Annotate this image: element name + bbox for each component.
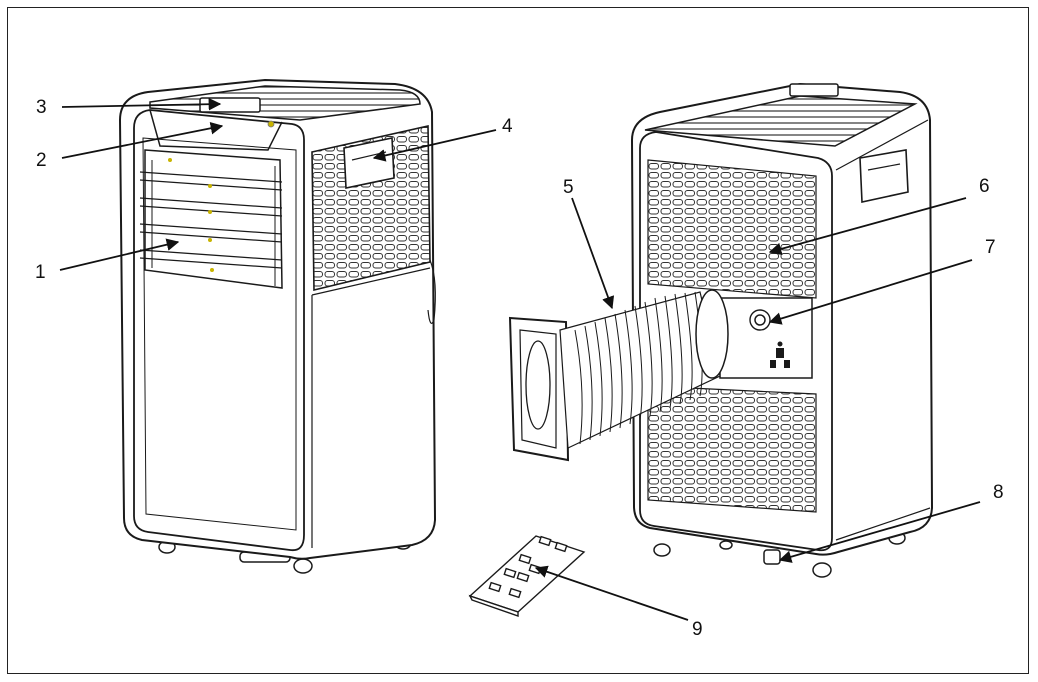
leader-2 <box>61 122 224 159</box>
callout-8: 8 <box>993 482 1004 503</box>
leader-7 <box>768 259 973 325</box>
callout-1: 1 <box>35 262 46 283</box>
callout-7: 7 <box>985 237 996 258</box>
leader-lines <box>59 97 981 621</box>
callout-4: 4 <box>502 116 513 137</box>
callout-2: 2 <box>36 150 47 171</box>
leader-5 <box>571 197 615 310</box>
callout-3: 3 <box>36 97 47 118</box>
callout-6: 6 <box>979 176 990 197</box>
exhaust-hose <box>508 289 729 462</box>
leader-3 <box>61 97 222 111</box>
callout-5: 5 <box>563 177 574 198</box>
callout-9: 9 <box>692 619 703 640</box>
front-unit <box>118 78 437 574</box>
leader-6 <box>768 197 967 256</box>
leader-8 <box>778 501 981 563</box>
diagram-frame <box>7 7 1029 674</box>
hose-ribs <box>574 291 703 445</box>
leader-4 <box>372 129 497 162</box>
remote-control <box>468 535 586 617</box>
leader-1 <box>59 238 180 271</box>
leader-9 <box>534 565 689 621</box>
